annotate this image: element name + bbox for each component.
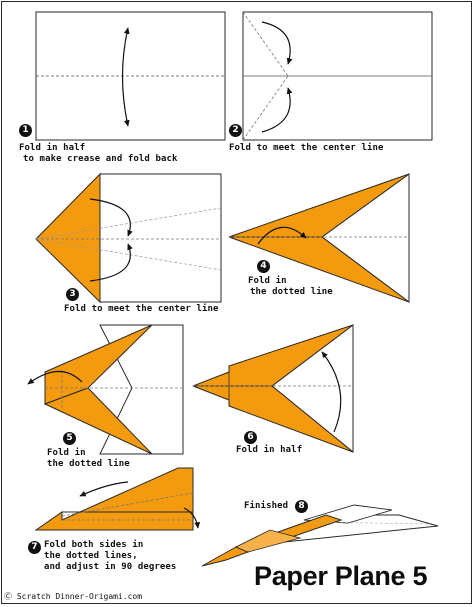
- plane-nose: [201, 546, 250, 567]
- fold-guide: [242, 11, 289, 77]
- caption-line: Fold in half: [236, 445, 303, 455]
- fold-arrow: [121, 27, 130, 127]
- fold-arrow: [79, 481, 129, 497]
- caption-line: Fold to meet the center line: [64, 304, 219, 314]
- step-number: 5: [63, 432, 76, 445]
- fold-arrow: [261, 21, 293, 65]
- caption-line: Fold to meet the center line: [229, 143, 384, 153]
- fold-guide: [35, 207, 222, 240]
- step-5-diagram: [27, 324, 184, 455]
- step-4-diagram: [228, 173, 410, 303]
- step-3-diagram: [35, 172, 222, 304]
- fold-guide: [242, 75, 289, 141]
- copyright-credit: Ⓒ Scratch Dinner-Origami.com: [4, 592, 143, 601]
- caption-line: the dotted lines,: [44, 551, 138, 561]
- caption-line: Fold in: [47, 448, 86, 458]
- step-number: 7: [28, 541, 41, 554]
- step-7-caption: Fold both sides in the dotted lines, and…: [44, 540, 176, 573]
- fold-arrow: [27, 370, 83, 385]
- step-2-diagram: [242, 11, 433, 141]
- caption-line: Fold in half: [19, 143, 86, 153]
- step-8-diagram: [201, 504, 439, 567]
- step-number: 6: [244, 431, 257, 444]
- fold-arrow: [321, 351, 342, 433]
- fold-arrow: [257, 226, 307, 245]
- step-5-caption: Fold in the dotted line: [47, 448, 130, 470]
- step-number: 2: [229, 124, 242, 137]
- step-2-caption: Fold to meet the center line: [229, 143, 384, 154]
- step-number: 4: [257, 260, 270, 273]
- step-8-caption: Finished: [244, 501, 288, 512]
- step-1-diagram: [35, 11, 226, 141]
- caption-line: Fold in: [248, 276, 287, 286]
- fold-arrow: [89, 243, 133, 282]
- fold-arrow: [89, 198, 133, 237]
- step-number: 1: [19, 124, 32, 137]
- caption-line: to make crease and fold back: [23, 154, 178, 164]
- caption-line: Fold both sides in: [44, 540, 144, 550]
- folded-plane: [34, 467, 194, 531]
- fold-guide: [35, 238, 222, 271]
- caption-line: the dotted line: [47, 459, 130, 469]
- caption-line: the dotted line: [250, 287, 333, 297]
- step-number: 8: [295, 500, 308, 513]
- caption-line: and adjust in 90 degrees: [44, 562, 177, 572]
- step-6-caption: Fold in half: [236, 445, 302, 456]
- dotted-line: [309, 521, 431, 525]
- step-7-diagram: [34, 467, 201, 531]
- fold-arrow: [183, 507, 201, 529]
- step-6-diagram: [192, 323, 354, 454]
- paper-sheet: [99, 173, 222, 303]
- caption-line: Finished: [244, 501, 289, 511]
- fold-arrow: [261, 87, 293, 133]
- folded-flap: [35, 172, 101, 304]
- step-1-caption: Fold in half to make crease and fold bac…: [19, 143, 178, 165]
- dotted-line: [61, 492, 194, 517]
- step-4-caption: Fold in the dotted line: [248, 276, 333, 298]
- page-title: Paper Plane 5: [254, 561, 428, 591]
- step-number: 3: [66, 288, 79, 301]
- folded-flap: [43, 387, 153, 455]
- step-3-caption: Fold to meet the center line: [64, 304, 219, 315]
- left-wing: [235, 529, 302, 553]
